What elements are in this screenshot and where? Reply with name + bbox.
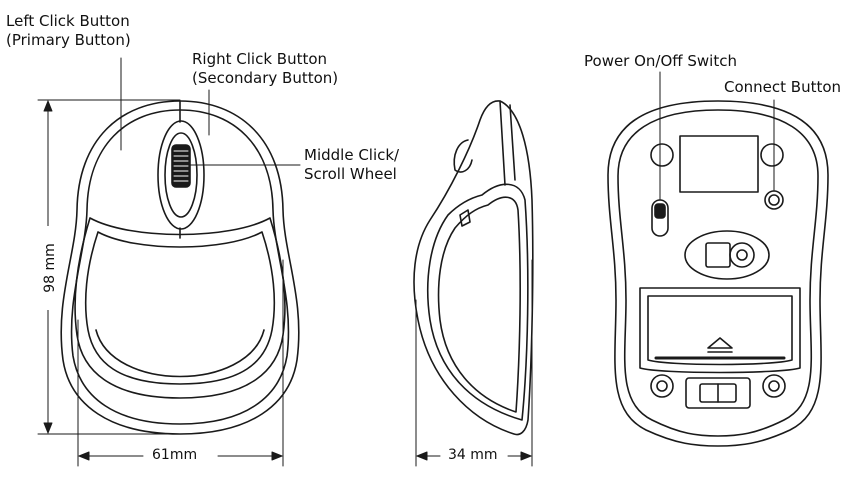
battery-cover bbox=[639, 287, 801, 374]
height-dimension-label: 98 mm bbox=[42, 226, 58, 310]
glide-pad-bottom-left bbox=[650, 374, 674, 398]
bottom-view bbox=[607, 71, 829, 447]
power-switch-knob bbox=[654, 203, 666, 219]
left-click-label-line1: Left Click Button bbox=[6, 12, 130, 30]
right-click-label-line1: Right Click Button bbox=[192, 50, 328, 68]
bottom-view-inner-outline bbox=[617, 109, 819, 437]
right-click-label-line2: (Secondary Button) bbox=[192, 69, 339, 87]
top-view-bottom-arc bbox=[95, 329, 265, 378]
side-view-button-edge-2 bbox=[509, 104, 516, 181]
glide-pad-bottom-right-inner bbox=[768, 380, 780, 392]
glide-pad-top-right bbox=[760, 143, 784, 167]
battery-open-arrow-icon bbox=[707, 337, 733, 349]
label-area bbox=[679, 135, 759, 193]
width-dimension-label: 61mm bbox=[150, 447, 200, 463]
top-view-palm-inner bbox=[84, 231, 276, 385]
width-dimension bbox=[77, 259, 284, 467]
scroll-wheel-ridges bbox=[173, 150, 189, 182]
top-view bbox=[60, 57, 301, 435]
glide-pad-bottom-left-inner bbox=[656, 380, 668, 392]
middle-click-label-line1: Middle Click/ bbox=[304, 146, 400, 164]
middle-click-label-line2: Scroll Wheel bbox=[304, 165, 397, 183]
side-view-button-edge bbox=[499, 100, 506, 186]
depth-dimension bbox=[415, 259, 533, 467]
depth-dimension-label: 34 mm bbox=[446, 447, 500, 463]
sensor-lens-inner bbox=[736, 249, 748, 261]
middle-click-label: Middle Click/ Scroll Wheel bbox=[304, 146, 399, 184]
scroll-wheel-housing-inner bbox=[164, 132, 198, 218]
glide-pad-bottom-right bbox=[762, 374, 786, 398]
side-view-inner-shell bbox=[437, 196, 521, 413]
height-dimension bbox=[37, 99, 181, 435]
side-view-grip bbox=[459, 209, 471, 227]
glide-pad-top-left bbox=[650, 143, 674, 167]
power-switch-label: Power On/Off Switch bbox=[584, 52, 737, 70]
connect-button-icon[interactable] bbox=[764, 190, 784, 210]
sensor-housing bbox=[684, 230, 770, 280]
side-view-shell bbox=[426, 183, 529, 421]
sensor-lens-icon bbox=[729, 242, 755, 268]
connect-button-label: Connect Button bbox=[724, 78, 842, 96]
left-click-label: Left Click Button (Primary Button) bbox=[6, 12, 131, 50]
right-click-label: Right Click Button (Secondary Button) bbox=[192, 50, 338, 88]
side-view-wheel bbox=[453, 139, 473, 173]
sensor-lens-window bbox=[705, 242, 731, 268]
top-view-inner-outline bbox=[70, 109, 290, 425]
bottom-view-outline bbox=[607, 100, 829, 447]
connect-button-inner bbox=[768, 194, 780, 206]
scroll-wheel-housing bbox=[157, 120, 205, 230]
side-view-outline bbox=[413, 100, 534, 436]
battery-cover-inner bbox=[647, 295, 793, 366]
receiver-slot bbox=[685, 377, 751, 409]
top-view-palm-shell bbox=[74, 217, 286, 399]
side-view bbox=[413, 100, 534, 436]
left-click-label-line2: (Primary Button) bbox=[6, 31, 131, 49]
